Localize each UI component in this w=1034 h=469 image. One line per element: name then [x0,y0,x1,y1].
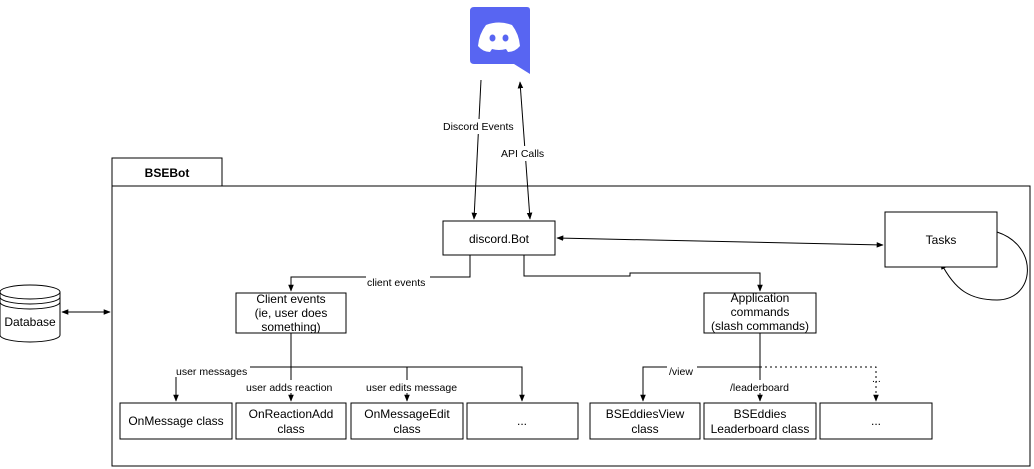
node-client-events-line3: something) [261,320,320,334]
edge-labels: Discord Events API Calls client events u… [174,119,881,394]
node-discord-bot-label: discord.Bot [469,232,530,246]
node-on-reaction-add: OnReactionAdd class [235,402,347,440]
node-app-commands-line3: (slash commands) [711,319,809,333]
label-discord-events: Discord Events [443,121,514,133]
node-client-events-line2: (ie, user does [255,306,328,320]
label-user-adds-reaction: user adds reaction [246,382,333,394]
node-app-commands: Application commands (slash commands) [703,291,817,334]
edge-app-more [760,366,879,402]
discord-logo-icon [470,7,530,74]
node-bseeddies-leaderboard-line1: BSEddies [734,407,787,421]
label-leaderboard: /leaderboard [730,382,789,394]
node-on-reaction-add-line2: class [277,422,304,436]
node-app-commands-line1: Application [731,291,790,305]
container-title: BSEBot [145,166,190,180]
node-bseeddies-view-line1: BSEddiesView [606,407,685,421]
label-user-edits-message: user edits message [366,382,457,394]
edge-client-more [291,366,525,402]
label-app-more: ... [872,373,881,385]
node-client-events: Client events (ie, user does something) [235,292,347,334]
node-discord-bot: discord.Bot [442,220,556,256]
node-tasks: Tasks [884,211,998,268]
node-app-more: ... [819,402,933,440]
node-bseeddies-leaderboard: BSEddies Leaderboard class [703,402,817,440]
label-api-calls: API Calls [501,148,544,160]
edge-app-commands [523,255,763,292]
edge-discord-events [471,79,482,220]
label-view: /view [669,366,693,378]
node-bseeddies-view-line2: class [631,422,658,436]
node-bseeddies-view: BSEddiesView class [589,402,701,440]
node-client-events-line1: Client events [256,292,325,306]
node-app-more-label: ... [871,414,881,428]
node-database-label: Database [4,315,56,329]
bsebot-container: BSEBot [111,157,1031,467]
node-bseeddies-leaderboard-line2: Leaderboard class [711,422,810,436]
node-on-message: OnMessage class [119,402,233,440]
node-app-commands-line2: commands [731,305,790,319]
edge-tasks-loop [940,231,1028,301]
container-body [111,185,1031,467]
node-database: Database [0,284,61,343]
label-client-events: client events [367,277,425,289]
node-on-reaction-add-line1: OnReactionAdd [249,407,334,421]
node-on-message-edit-line1: OnMessageEdit [364,407,450,421]
node-on-message-edit: OnMessageEdit class [350,402,464,440]
edge-bot-tasks [556,235,884,248]
node-on-message-edit-line2: class [393,422,420,436]
node-tasks-label: Tasks [926,233,957,247]
node-on-message-label: OnMessage class [128,414,223,428]
node-client-more: ... [466,402,579,440]
container-tab [111,157,223,187]
node-client-more-label: ... [517,414,527,428]
label-user-messages: user messages [176,366,247,378]
